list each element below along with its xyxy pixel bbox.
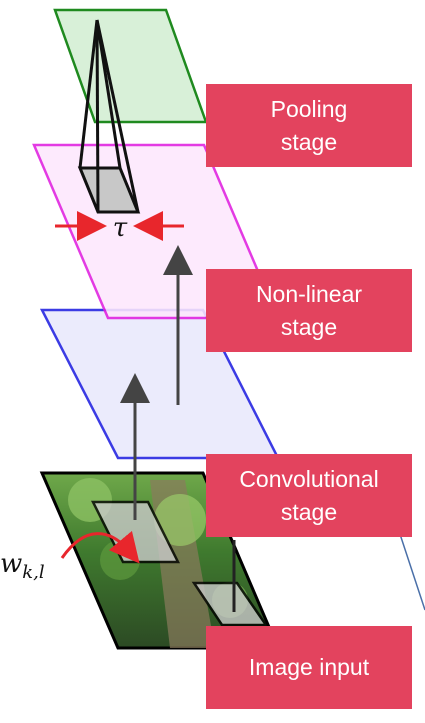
pooling-pyramid <box>77 19 141 214</box>
pooling-stage-label: Pooling stage <box>206 84 412 167</box>
image-input-text: Image input <box>248 654 370 680</box>
image-input-label: Image input <box>206 626 412 709</box>
weight-symbol: w <box>0 549 22 579</box>
convolutional-stage-text: Convolutional stage <box>239 465 379 525</box>
nonlinear-stage-label: Non-linear stage <box>206 269 412 352</box>
nonlinear-stage-text: Non-linear stage <box>255 280 363 340</box>
pooling-stage-text: Pooling stage <box>270 95 348 155</box>
convolutional-stage-label: Convolutional stage <box>206 454 412 537</box>
weight-arrow <box>60 530 140 564</box>
weight-label: wk,l <box>0 549 45 583</box>
pooling-plane <box>53 8 208 124</box>
tau-symbol: τ <box>113 213 128 243</box>
weight-subscript: k,l <box>22 562 45 583</box>
